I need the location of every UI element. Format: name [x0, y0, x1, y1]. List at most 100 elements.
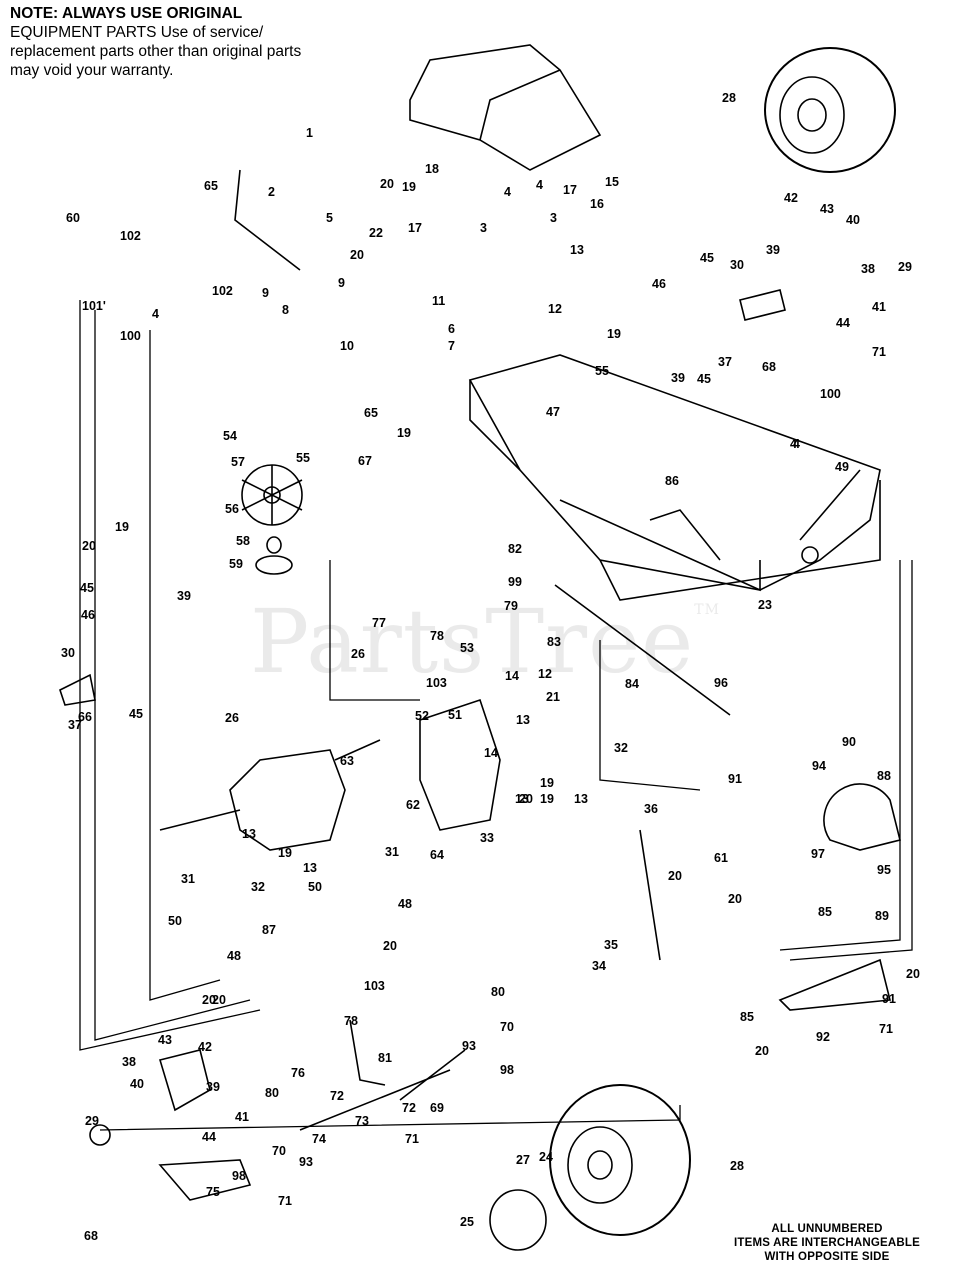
part-number-label: 101' [82, 299, 106, 313]
part-number-label: 45 [700, 251, 714, 265]
part-number-label: 20 [350, 248, 364, 262]
part-number-label: 19 [115, 520, 129, 534]
part-number-label: 20 [728, 892, 742, 906]
part-number-label: 8 [282, 303, 289, 317]
part-number-label: 13 [515, 792, 529, 806]
footer-line: WITH OPPOSITE SIDE [764, 1251, 890, 1263]
watermark-tm: TM [694, 602, 720, 618]
part-number-label: 40 [846, 213, 860, 227]
part-number-label: 34 [592, 959, 606, 973]
part-number-label: 46 [81, 608, 95, 622]
part-number-label: 28 [730, 1159, 744, 1173]
part-number-label: 100 [120, 329, 141, 343]
footer-line: ALL UNNUMBERED [771, 1223, 883, 1235]
part-number-label: 42 [198, 1040, 212, 1054]
part-number-label: 86 [665, 474, 679, 488]
part-number-label: 95 [877, 863, 891, 877]
part-number-label: 20 [82, 539, 96, 553]
part-number-label: 20 [906, 967, 920, 981]
warranty-note: NOTE: ALWAYS USE ORIGINAL EQUIPMENT PART… [10, 4, 350, 80]
part-number-label: 83 [547, 635, 561, 649]
part-number-label: 51 [448, 708, 462, 722]
part-number-label: 20 [668, 869, 682, 883]
part-number-label: 71 [872, 345, 886, 359]
part-number-label: 93 [462, 1039, 476, 1053]
part-number-label: 88 [877, 769, 891, 783]
part-number-label: 74 [312, 1132, 326, 1146]
part-number-label: 38 [861, 262, 875, 276]
part-number-label: 47 [546, 405, 560, 419]
part-number-label: 20 [202, 993, 216, 1007]
part-number-label: 20 [212, 993, 226, 1007]
watermark-text: PartsTree [250, 590, 695, 693]
part-number-label: 90 [842, 735, 856, 749]
part-number-label: 61 [714, 851, 728, 865]
part-number-label: 17 [563, 183, 577, 197]
part-number-label: 20 [519, 792, 533, 806]
part-number-label: 26 [351, 647, 365, 661]
part-number-label: 91 [728, 772, 742, 786]
part-number-label: 46 [652, 277, 666, 291]
transaxle [159, 698, 501, 851]
part-number-label: 43 [158, 1033, 172, 1047]
part-number-label: 39 [671, 371, 685, 385]
part-number-label: 70 [500, 1020, 514, 1034]
part-number-label: 29 [85, 1114, 99, 1128]
part-number-label: 59 [229, 557, 243, 571]
rear-wheel-top [764, 47, 896, 173]
part-number-label: 77 [372, 616, 386, 630]
part-number-label: 22 [369, 226, 383, 240]
part-number-label: 17 [408, 221, 422, 235]
part-number-label: 19 [278, 846, 292, 860]
part-number-label: 31 [385, 845, 399, 859]
part-number-label: 89 [875, 909, 889, 923]
part-number-label: 73 [355, 1114, 369, 1128]
part-number-label: 13 [516, 713, 530, 727]
part-number-label: 68 [762, 360, 776, 374]
part-number-label: 32 [614, 741, 628, 755]
part-number-label: 71 [879, 1022, 893, 1036]
part-number-label: 3 [550, 211, 557, 225]
part-number-label: 27 [516, 1153, 530, 1167]
part-number-label: 50 [308, 880, 322, 894]
drive-pulley [255, 536, 293, 575]
part-number-label: 11 [432, 294, 445, 308]
part-number-label: 102 [212, 284, 233, 298]
part-number-label: 13 [303, 861, 317, 875]
part-number-label: 37 [68, 718, 82, 732]
note-line: may void your warranty. [10, 62, 174, 79]
part-number-label: 65 [204, 179, 218, 193]
part-number-label: 30 [730, 258, 744, 272]
part-number-label: 52 [415, 709, 429, 723]
part-number-label: 49 [835, 460, 849, 474]
part-number-label: 57 [231, 455, 245, 469]
part-number-label: 62 [406, 798, 420, 812]
part-number-label: 98 [500, 1063, 514, 1077]
part-number-label: 20 [755, 1044, 769, 1058]
part-number-label: 32 [251, 880, 265, 894]
part-number-label: 35 [604, 938, 618, 952]
part-number-label: 40 [130, 1077, 144, 1091]
hub-cap [489, 1189, 547, 1251]
part-number-label: 13 [570, 243, 584, 257]
part-number-label: 92 [816, 1030, 830, 1044]
part-number-label: 14 [484, 746, 498, 760]
part-number-label: 66 [78, 710, 92, 724]
part-number-label: 4 [790, 437, 797, 451]
part-number-label: 76 [291, 1066, 305, 1080]
part-number-label: 70 [272, 1144, 286, 1158]
part-number-label: 39 [206, 1080, 220, 1094]
part-number-label: 68 [84, 1229, 98, 1243]
part-number-label: 75 [206, 1185, 220, 1199]
part-number-label: 80 [265, 1086, 279, 1100]
note-line: EQUIPMENT PARTS Use of service/ [10, 24, 264, 41]
part-number-label: 39 [766, 243, 780, 257]
part-number-label: 3 [480, 221, 487, 235]
part-number-label: 87 [262, 923, 276, 937]
part-number-label: 10 [340, 339, 354, 353]
part-number-label: 12 [538, 667, 552, 681]
part-number-label: 58 [236, 534, 250, 548]
part-number-label: 33 [480, 831, 494, 845]
part-number-label: 42 [784, 191, 798, 205]
